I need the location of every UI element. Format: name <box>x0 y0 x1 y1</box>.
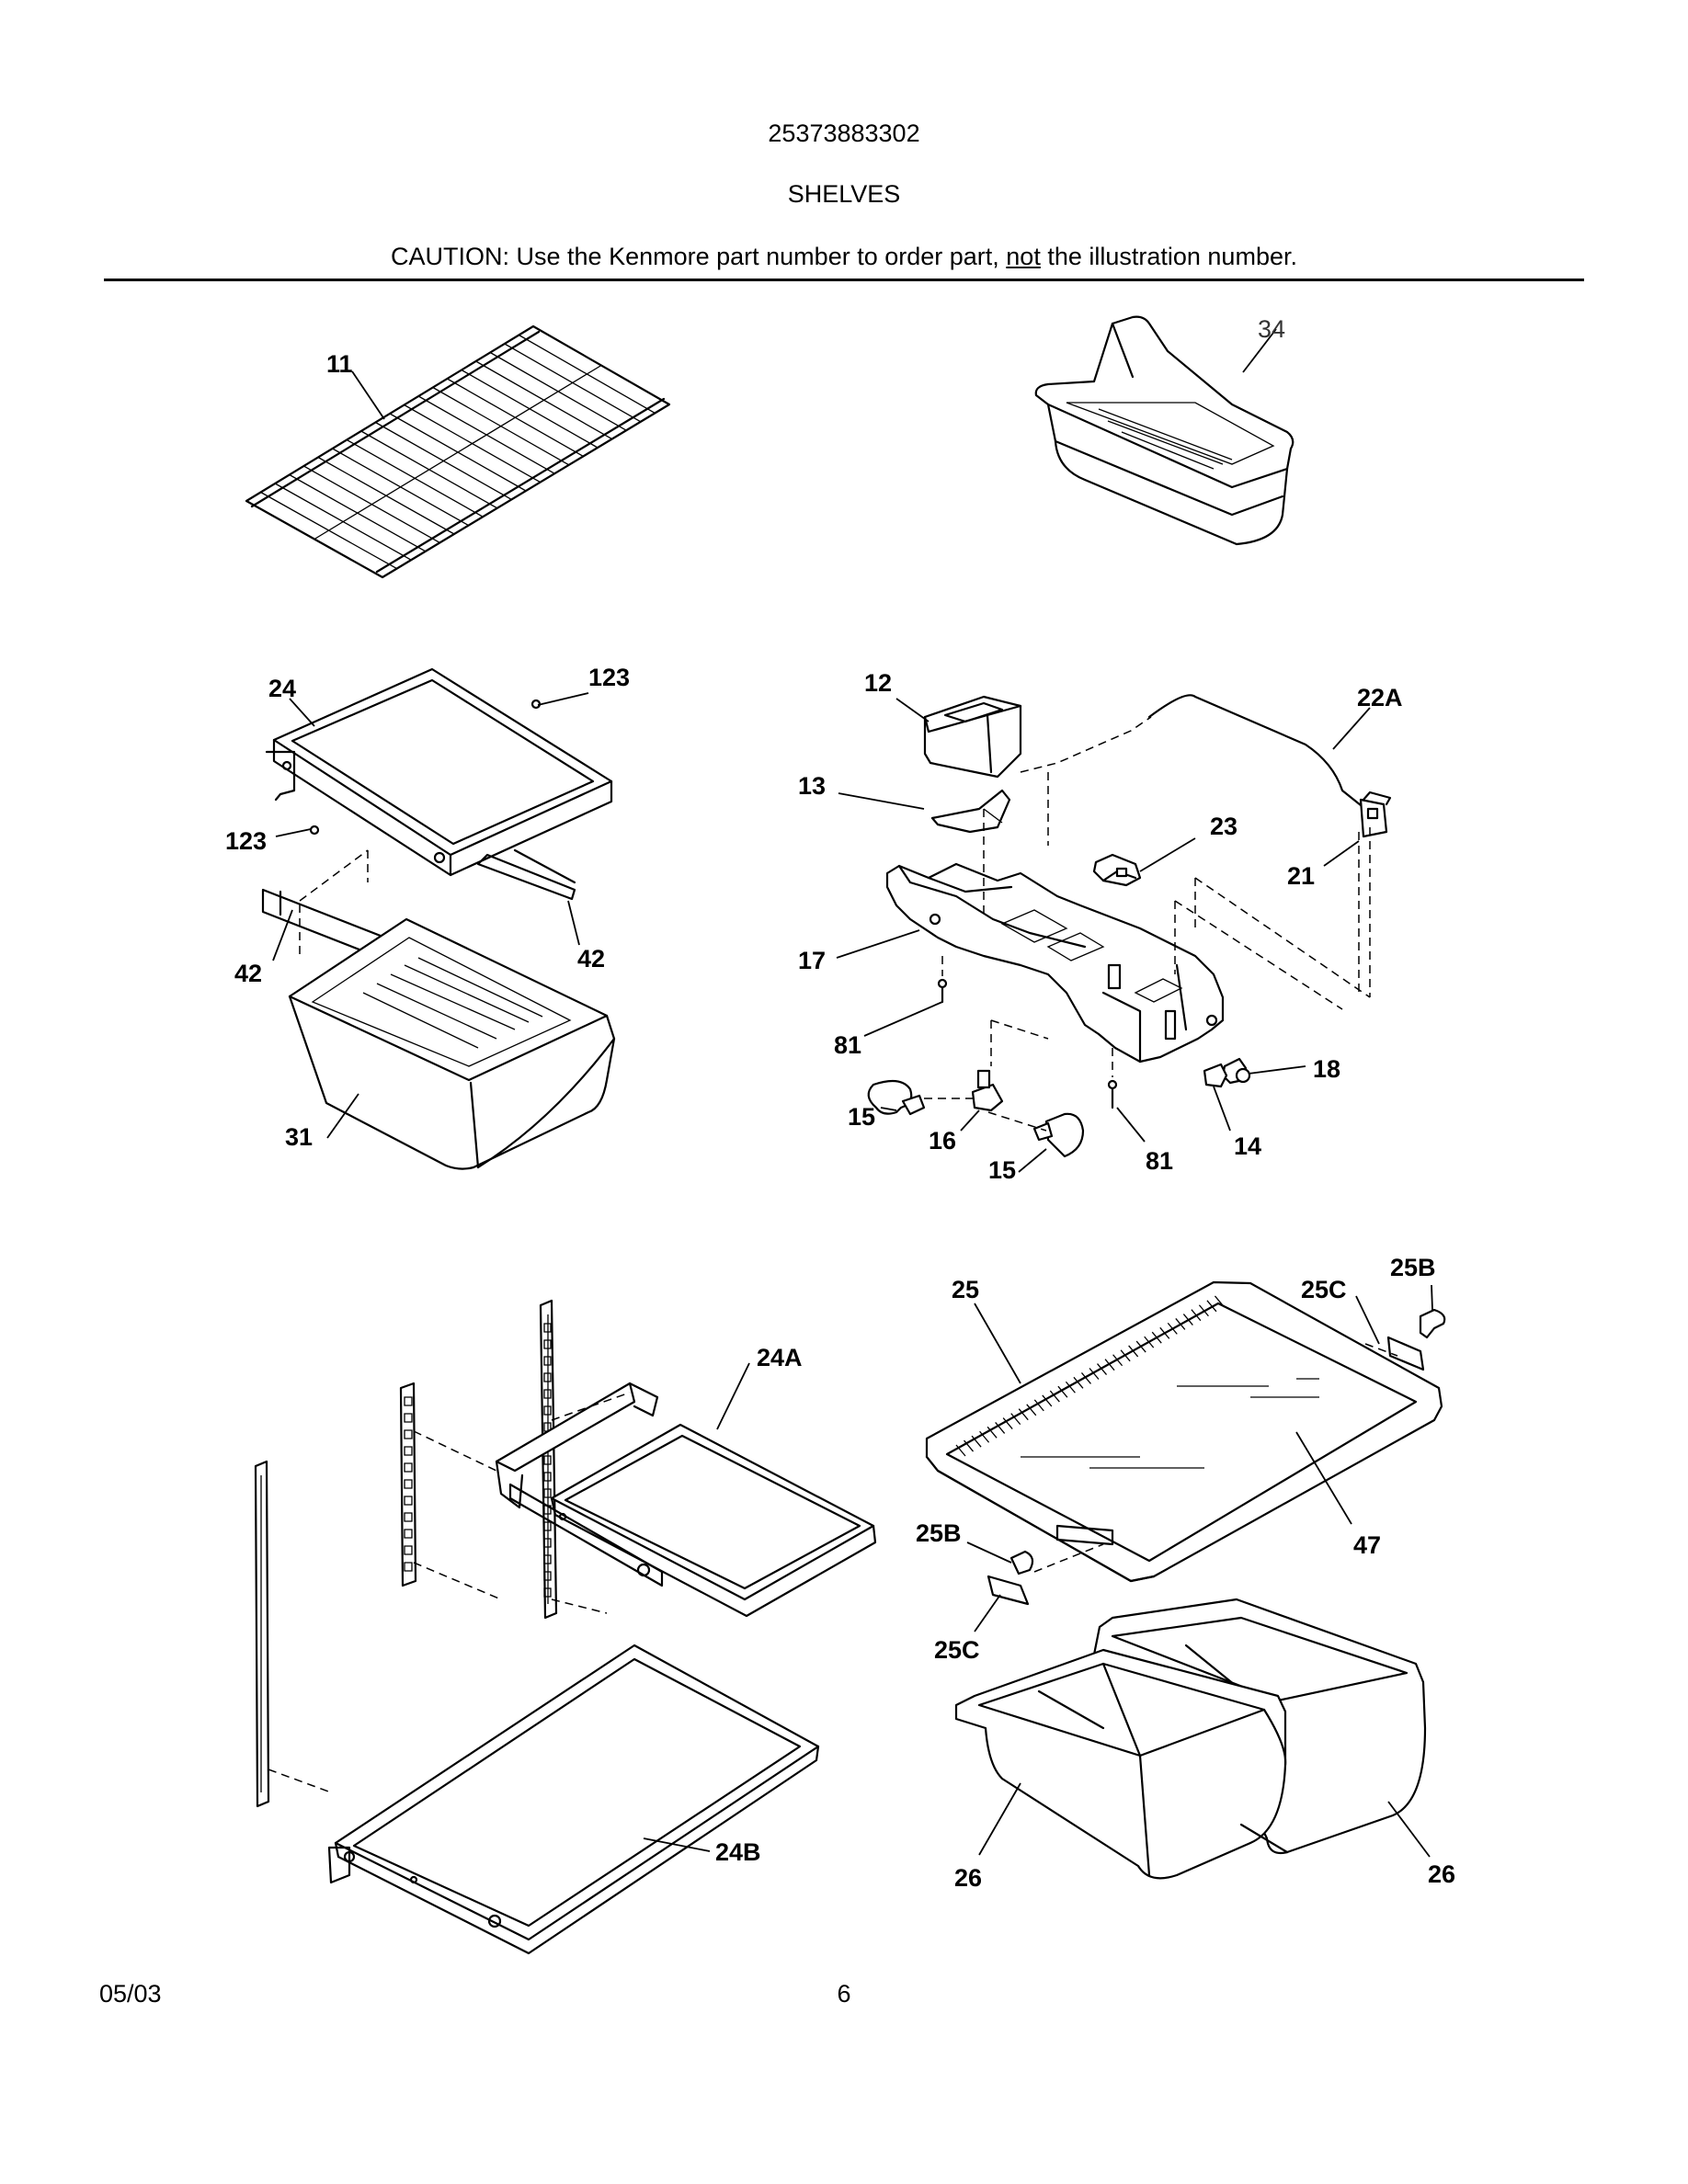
callout-42-right: 42 <box>577 945 605 973</box>
callout-25B-left: 25B <box>916 1519 962 1547</box>
callout-18: 18 <box>1313 1055 1340 1083</box>
callout-24B: 24B <box>715 1838 761 1866</box>
callout-123-left: 123 <box>225 827 267 855</box>
revision-date: 05/03 <box>99 1980 162 2008</box>
caution-emphasis: not <box>1006 243 1041 270</box>
caution-note: CAUTION: Use the Kenmore part number to … <box>0 243 1688 271</box>
callout-81-right: 81 <box>1146 1147 1173 1175</box>
page-number: 6 <box>837 1980 851 2008</box>
callout-14: 14 <box>1234 1132 1261 1160</box>
wire-shelf-part <box>245 324 671 579</box>
callout-25B-top: 25B <box>1390 1254 1436 1281</box>
callout-15-left: 15 <box>848 1103 875 1131</box>
callout-labels: 11 34 24 123 123 42 42 31 12 22A 13 23 2… <box>225 315 1455 1892</box>
cantilever-shelves-assembly <box>254 1299 877 1955</box>
caution-text: CAUTION: Use the Kenmore part number to … <box>391 243 1007 270</box>
callout-47: 47 <box>1353 1531 1381 1559</box>
callout-24: 24 <box>268 675 296 702</box>
callout-34: 34 <box>1258 315 1285 343</box>
callout-26-right: 26 <box>1428 1860 1455 1888</box>
callout-17: 17 <box>798 947 826 974</box>
callout-13: 13 <box>798 772 826 800</box>
callout-25C-top: 25C <box>1301 1276 1347 1303</box>
callout-12: 12 <box>864 669 892 697</box>
callout-25: 25 <box>952 1276 979 1303</box>
caution-text-end: the illustration number. <box>1040 243 1297 270</box>
callout-leader-lines <box>272 328 1433 1858</box>
model-number: 25373883302 <box>768 119 920 147</box>
light-housing-assembly <box>867 694 1392 1158</box>
header-divider <box>104 279 1584 281</box>
callout-22A: 22A <box>1357 684 1403 711</box>
callout-15-bottom: 15 <box>988 1156 1016 1184</box>
callout-81-left: 81 <box>834 1031 861 1059</box>
callout-123-top: 123 <box>588 664 630 691</box>
callout-23: 23 <box>1210 813 1237 840</box>
callout-26-left: 26 <box>954 1864 982 1892</box>
shelf-and-crisper-assembly <box>261 667 616 1170</box>
callout-31: 31 <box>285 1123 313 1151</box>
callout-21: 21 <box>1287 862 1315 890</box>
callout-11: 11 <box>326 350 353 378</box>
callout-42-left: 42 <box>234 960 262 987</box>
callout-24A: 24A <box>757 1344 803 1371</box>
callout-16: 16 <box>929 1127 956 1155</box>
crisper-cover-and-drawers-assembly <box>925 1280 1446 1880</box>
callout-25C-left: 25C <box>934 1636 980 1664</box>
section-title: SHELVES <box>787 180 901 208</box>
storage-bin-part <box>1034 315 1295 546</box>
